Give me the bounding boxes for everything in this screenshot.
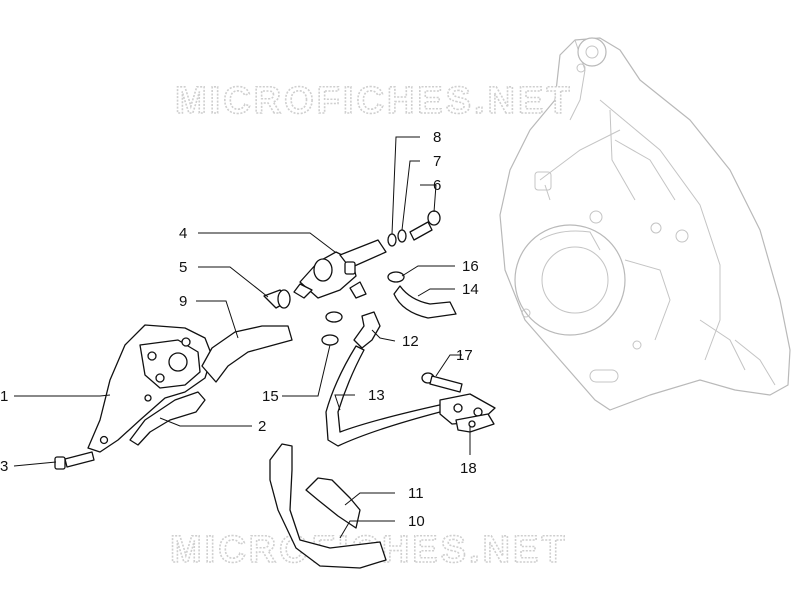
part-11-pad	[305, 477, 361, 529]
callout-15: 15	[262, 388, 279, 405]
callout-18: 18	[460, 460, 477, 477]
part-9-pad	[201, 325, 293, 383]
part-2-pad	[129, 391, 206, 446]
part-17-screw	[421, 372, 463, 393]
callout-10: 10	[408, 513, 425, 530]
part-12-elbow	[353, 311, 381, 349]
part-8-washer	[387, 233, 397, 247]
part-15-clamp-lower	[321, 334, 339, 346]
part-14-hose	[393, 285, 457, 319]
watermark-top: MICROFICHES.NET	[175, 80, 573, 122]
part-12-connector	[349, 281, 367, 299]
part-18-flange	[439, 393, 496, 433]
callout-14: 14	[462, 281, 479, 298]
callout-6: 6	[433, 177, 441, 194]
part-15-clamp-upper	[325, 311, 343, 323]
part-3-screw	[54, 451, 95, 470]
callout-16: 16	[462, 258, 479, 275]
part-6-bolt	[409, 210, 441, 241]
callout-2: 2	[258, 418, 266, 435]
part-4-valve	[293, 239, 387, 299]
leader-lines	[13, 136, 471, 539]
callouts: 1 2 3 4 5 6 7 8 9 10 11 12 13 14 15 16 1…	[0, 129, 479, 530]
part-7-washer	[397, 229, 407, 243]
callout-9: 9	[179, 293, 187, 310]
callout-8: 8	[433, 129, 441, 146]
callout-11: 11	[408, 485, 424, 502]
callout-5: 5	[179, 259, 187, 276]
callout-3: 3	[0, 458, 8, 475]
callout-1: 1	[0, 388, 8, 405]
callout-13: 13	[368, 387, 385, 404]
callout-12: 12	[402, 333, 419, 350]
part-5-spacer	[263, 289, 291, 309]
part-10-cover	[269, 443, 387, 569]
part-16-clamp	[387, 271, 405, 283]
part-1-bracket	[87, 324, 213, 453]
part-13-hose	[325, 345, 445, 447]
callout-7: 7	[433, 153, 441, 170]
callout-17: 17	[456, 347, 473, 364]
crankcase-housing	[499, 37, 791, 411]
callout-4: 4	[179, 225, 187, 242]
